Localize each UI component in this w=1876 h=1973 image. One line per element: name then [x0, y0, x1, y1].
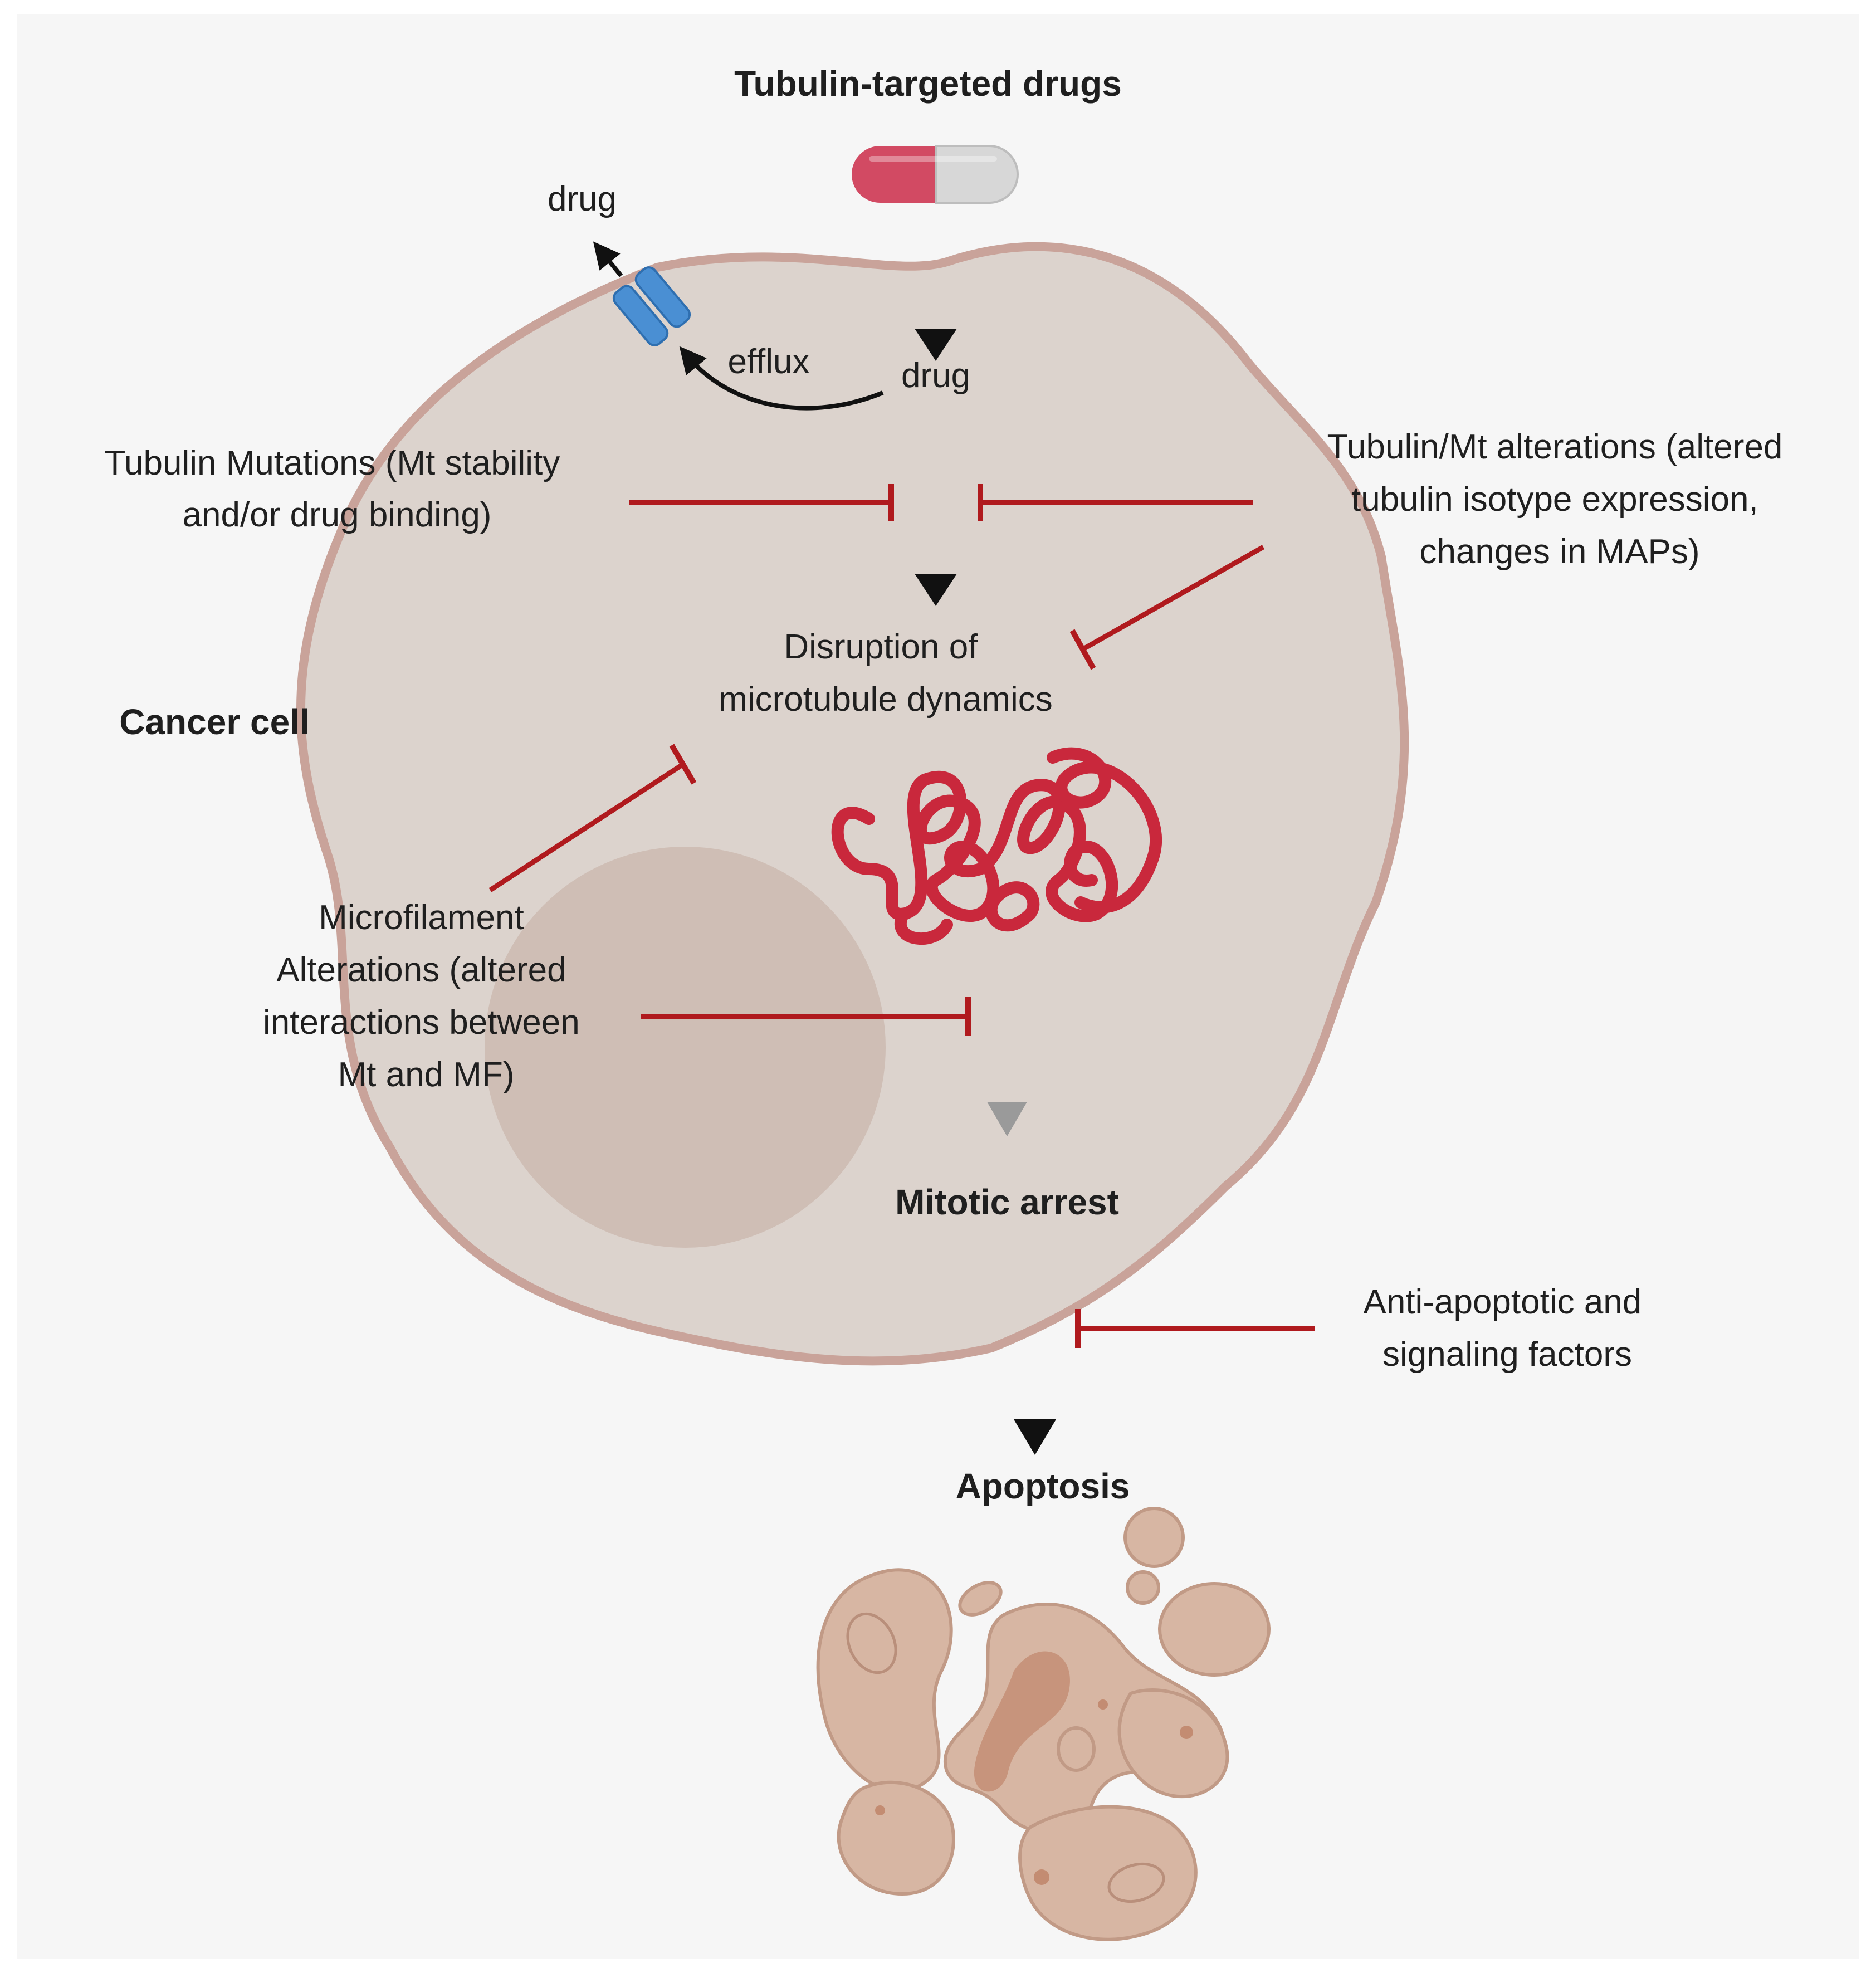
- anti-apoptotic-line-1: Anti-apoptotic and: [1363, 1283, 1642, 1321]
- drug-inside-label: drug: [901, 356, 970, 395]
- alterations-diagonal-inhibition-bar: [1069, 629, 1096, 670]
- drug-capsule-icon: [852, 145, 1019, 204]
- arrest-to-apoptosis-arrowhead: [1014, 1419, 1056, 1455]
- disruption-to-arrest-arrowhead: [987, 1102, 1027, 1136]
- apoptosis-label: Apoptosis: [956, 1466, 1130, 1506]
- microfilament-line-3: interactions between: [263, 1003, 580, 1042]
- efflux-pump-icon: [612, 266, 691, 346]
- microfilament-diagonal-inhibition-bar: [669, 744, 697, 785]
- tubulin-alterations-label: Tubulin/Mt alterations (altered tubulin …: [1327, 428, 1792, 571]
- tubulin-alterations-line-2: tubulin isotype expression,: [1351, 480, 1758, 519]
- microfilament-line-1: Microfilament: [319, 898, 524, 937]
- disruption-line-1: Disruption of: [784, 628, 978, 666]
- anti-apoptotic-label: Anti-apoptotic and signaling factors: [1363, 1283, 1651, 1374]
- microfilament-label: Microfilament Alterations (altered inter…: [263, 898, 589, 1094]
- drug-to-disruption-arrowhead: [915, 574, 957, 606]
- title: Tubulin-targeted drugs: [734, 64, 1122, 104]
- tubulin-mutations-line-2: and/or drug binding): [183, 496, 492, 534]
- efflux-label: efflux: [727, 343, 809, 381]
- disrupted-microtubule-icon: [831, 747, 1162, 945]
- nucleus: [485, 847, 886, 1248]
- anti-apoptotic-line-2: signaling factors: [1382, 1335, 1632, 1374]
- disruption-line-2: microtubule dynamics: [719, 680, 1053, 719]
- tubulin-mutations-label: Tubulin Mutations (Mt stability and/or d…: [104, 444, 569, 534]
- drug-entry-arrowhead: [915, 329, 957, 361]
- drug-out-arrow: [593, 241, 623, 277]
- microfilament-line-4: Mt and MF): [338, 1056, 515, 1094]
- disruption-label: Disruption of microtubule dynamics: [719, 628, 1053, 719]
- tubulin-alterations-line-3: changes in MAPs): [1419, 533, 1699, 571]
- microfilament-diagonal-inhibition-line: [488, 763, 684, 892]
- tubulin-mutations-line-1: Tubulin Mutations (Mt stability: [104, 444, 560, 482]
- drug-outside-label: drug: [548, 180, 617, 218]
- tubulin-alterations-line-1: Tubulin/Mt alterations (altered: [1327, 428, 1782, 466]
- apoptotic-bodies-icon: [816, 1507, 1271, 1941]
- alterations-diagonal-inhibition-line: [1082, 545, 1265, 651]
- cancer-cell-label: Cancer cell: [119, 702, 310, 742]
- mitotic-arrest-label: Mitotic arrest: [895, 1182, 1119, 1222]
- efflux-arrow: [679, 346, 884, 411]
- microfilament-line-2: Alterations (altered: [276, 951, 566, 989]
